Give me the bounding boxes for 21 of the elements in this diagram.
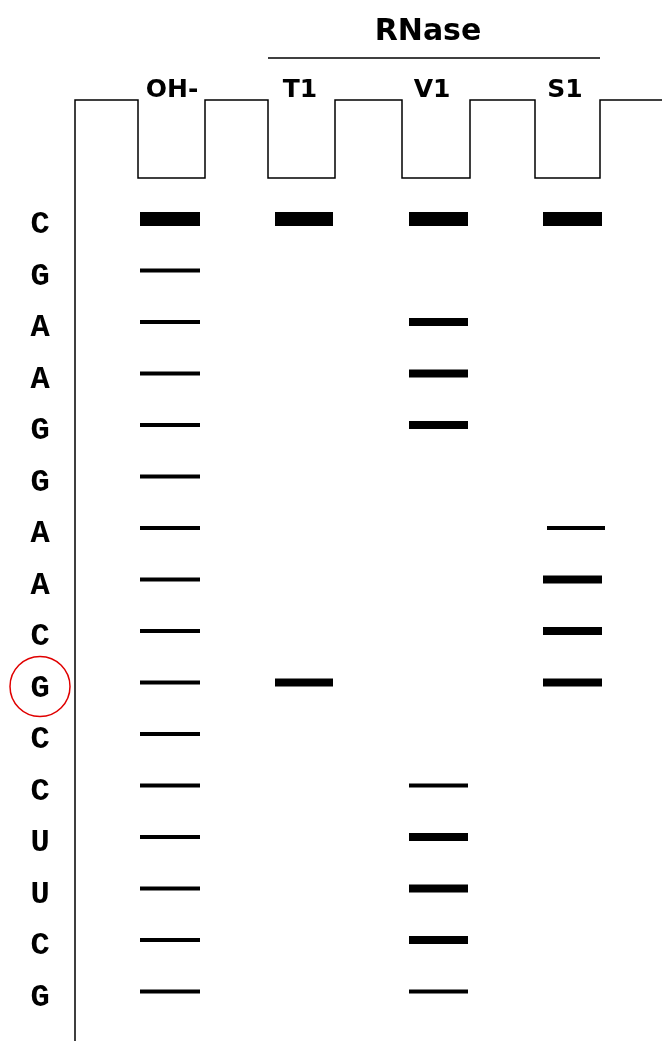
nucleotide-letter: C bbox=[30, 724, 50, 756]
nucleotide-letter: A bbox=[30, 518, 50, 550]
nucleotide-letter: A bbox=[30, 363, 50, 396]
lane-label: V1 bbox=[413, 75, 451, 101]
nucleotide-letter: U bbox=[30, 878, 50, 911]
nucleotide-letter: G bbox=[30, 672, 50, 705]
nucleotide-letter: A bbox=[30, 312, 50, 344]
nucleotide-letter: A bbox=[30, 569, 50, 602]
nucleotide-letter: G bbox=[30, 260, 50, 293]
lane-label: OH- bbox=[145, 75, 199, 101]
nucleotide-letter: U bbox=[30, 827, 50, 859]
nucleotide-letter: G bbox=[30, 415, 50, 447]
lane-label: S1 bbox=[547, 75, 583, 101]
nucleotide-letter: C bbox=[30, 775, 50, 808]
nucleotide-letter: G bbox=[30, 466, 50, 499]
nucleotide-letter: G bbox=[30, 981, 50, 1014]
nucleotide-letter: C bbox=[30, 621, 50, 653]
nucleotide-letter: C bbox=[30, 930, 50, 962]
lane-label: T1 bbox=[282, 75, 318, 101]
nucleotide-letter: C bbox=[30, 209, 50, 241]
column-heading: RNase bbox=[374, 15, 482, 45]
